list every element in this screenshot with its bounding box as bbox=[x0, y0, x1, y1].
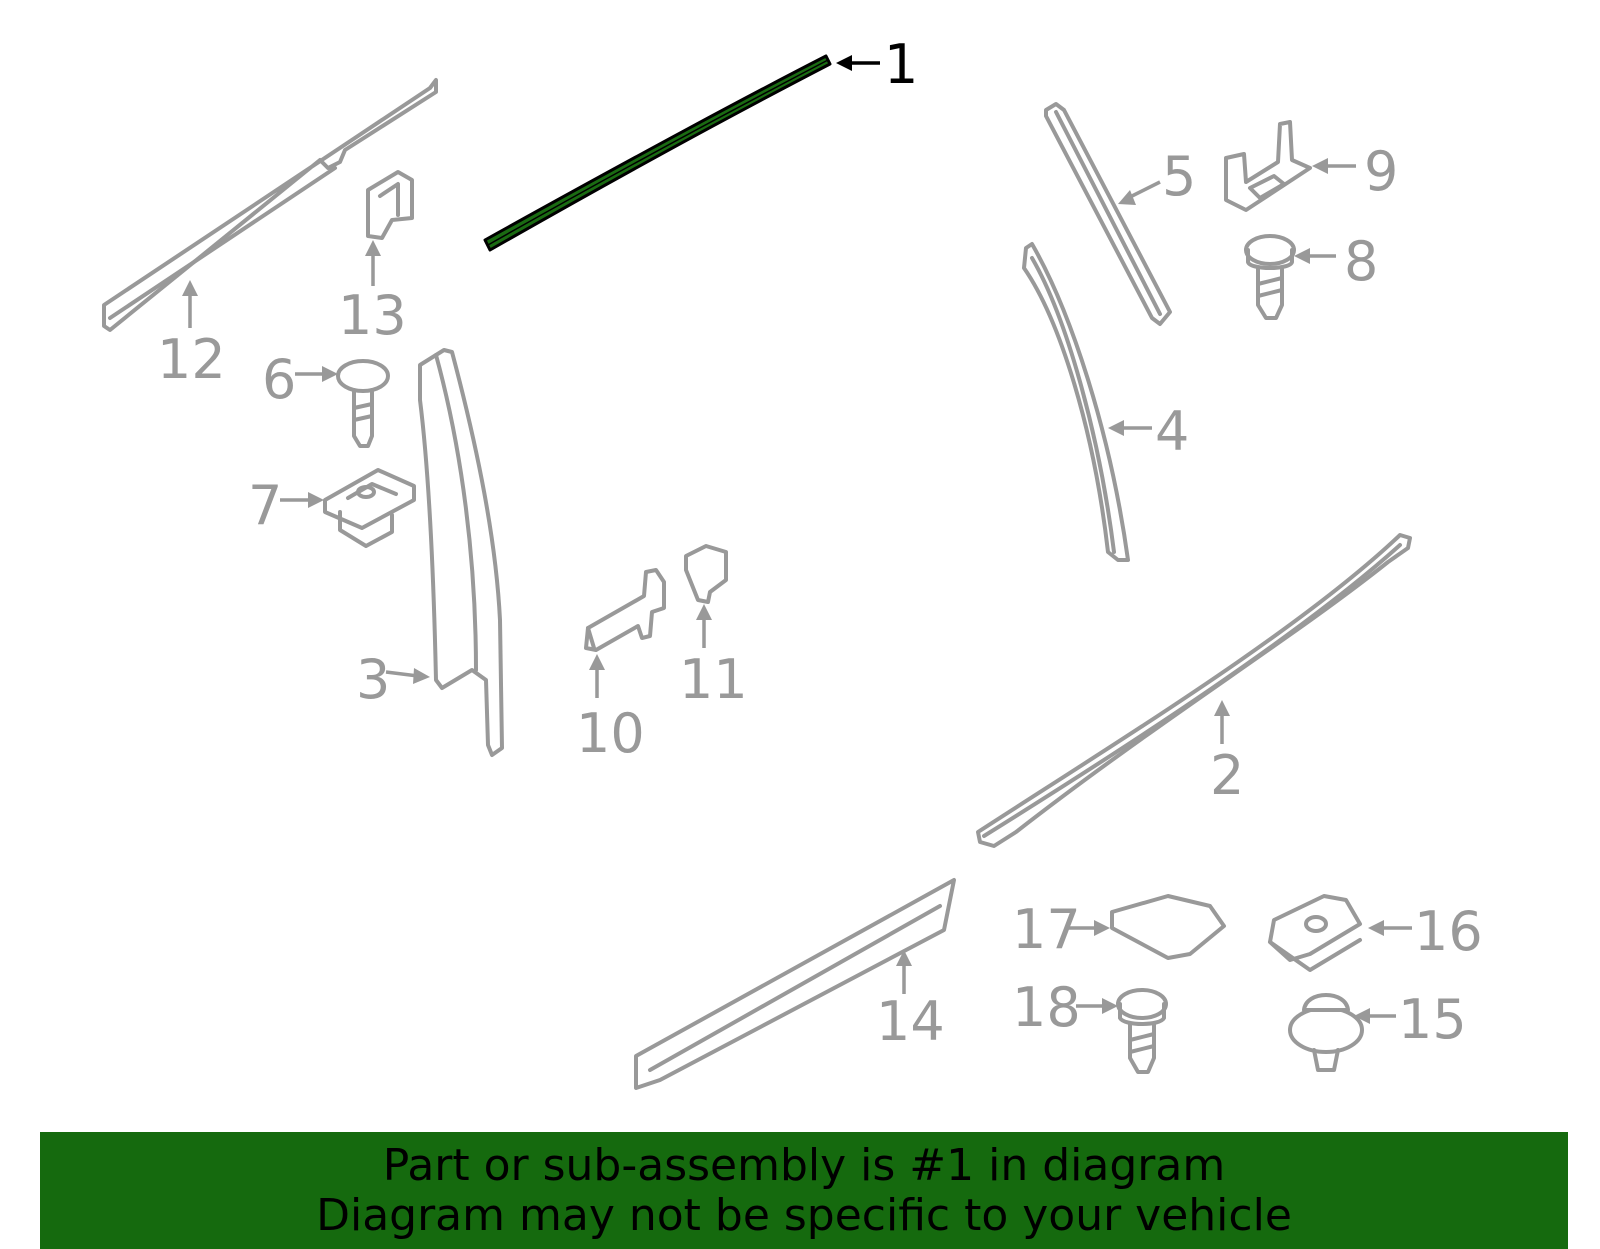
part-9-bracket[interactable] bbox=[1224, 120, 1312, 212]
part-16-nut-clip[interactable] bbox=[1268, 894, 1362, 972]
part-5-channel[interactable] bbox=[1044, 102, 1172, 326]
part-18-screw[interactable] bbox=[1116, 988, 1168, 1074]
callout-7-arrowhead bbox=[308, 492, 324, 508]
callout-16: 16 bbox=[1414, 900, 1483, 963]
part-1-weatherstrip[interactable] bbox=[483, 54, 832, 252]
part-11-clip[interactable] bbox=[684, 544, 728, 604]
part-4-curved-channel[interactable] bbox=[1022, 242, 1130, 562]
callout-4-arrowhead bbox=[1108, 420, 1124, 436]
callout-5-arrowhead bbox=[1118, 190, 1136, 205]
part-14-door-trim[interactable] bbox=[634, 878, 956, 1090]
callout-10: 10 bbox=[576, 702, 645, 765]
callout-6: 6 bbox=[262, 348, 296, 411]
callout-12: 12 bbox=[157, 328, 226, 391]
callout-7: 7 bbox=[248, 474, 282, 537]
callout-11-arrowhead bbox=[696, 604, 712, 620]
callout-15: 15 bbox=[1398, 988, 1467, 1051]
callout-5-arrow bbox=[1127, 180, 1161, 200]
callout-11: 11 bbox=[679, 648, 748, 711]
callout-8-arrowhead bbox=[1294, 248, 1310, 264]
callout-4: 4 bbox=[1155, 400, 1189, 463]
callout-13: 13 bbox=[338, 284, 407, 347]
part-17-pad[interactable] bbox=[1110, 894, 1226, 960]
part-3-pillar-trim[interactable] bbox=[418, 348, 504, 757]
callout-16-arrowhead bbox=[1368, 920, 1384, 936]
callout-3: 3 bbox=[356, 648, 390, 711]
callout-1-arrowhead bbox=[836, 55, 852, 71]
part-7-clip[interactable] bbox=[323, 468, 416, 548]
part-2-belt-moulding[interactable] bbox=[976, 533, 1412, 848]
callout-15-arrowhead bbox=[1354, 1008, 1370, 1024]
callout-8: 8 bbox=[1344, 230, 1378, 293]
part-12-moulding[interactable] bbox=[102, 78, 438, 332]
callout-2: 2 bbox=[1210, 744, 1244, 807]
callout-3-arrowhead bbox=[413, 668, 430, 684]
part-13-bracket[interactable] bbox=[366, 170, 414, 240]
callout-13-arrowhead bbox=[365, 240, 381, 256]
banner-line-1: Part or sub-assembly is #1 in diagram bbox=[382, 1139, 1226, 1191]
callout-14: 14 bbox=[876, 990, 945, 1053]
callout-9: 9 bbox=[1364, 140, 1398, 203]
callout-9-arrowhead bbox=[1312, 158, 1328, 174]
callout-10-arrowhead bbox=[589, 654, 605, 670]
callout-14-arrowhead bbox=[896, 950, 912, 966]
callout-12-arrowhead bbox=[182, 280, 198, 296]
callout-18: 18 bbox=[1012, 976, 1081, 1039]
callout-1: 1 bbox=[884, 33, 918, 96]
part-6-screw[interactable] bbox=[336, 359, 390, 448]
callout-17: 17 bbox=[1012, 898, 1081, 961]
part-15-push-clip[interactable] bbox=[1288, 993, 1364, 1072]
info-banner: Part or sub-assembly is #1 in diagram Di… bbox=[40, 1132, 1568, 1249]
callout-6-arrowhead bbox=[322, 366, 338, 382]
callout-5: 5 bbox=[1162, 145, 1196, 208]
callout-3-arrow bbox=[385, 670, 419, 678]
part-10-bracket[interactable] bbox=[584, 568, 666, 652]
banner-line-2: Diagram may not be specific to your vehi… bbox=[316, 1189, 1292, 1241]
callout-18-arrowhead bbox=[1102, 998, 1118, 1014]
callout-17-arrowhead bbox=[1094, 920, 1110, 936]
part-8-screw[interactable] bbox=[1244, 234, 1296, 320]
callout-2-arrowhead bbox=[1214, 700, 1230, 716]
